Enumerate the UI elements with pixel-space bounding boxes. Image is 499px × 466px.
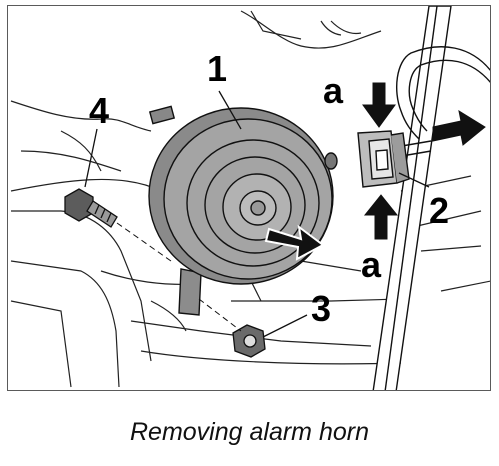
- tab-arrow-bottom: [363, 194, 399, 240]
- electrical-connector: [357, 130, 410, 188]
- nut: [232, 324, 266, 358]
- tab-arrow-top: [362, 82, 396, 128]
- figure-caption: Removing alarm horn: [130, 418, 369, 446]
- callout-a-top: a: [323, 70, 344, 111]
- bolt: [64, 188, 118, 228]
- horn-removal-illustration: 1 4 a 2 a 3: [10, 6, 490, 390]
- callout-2: 2: [429, 190, 449, 231]
- callout-4: 4: [89, 90, 109, 131]
- callout-1: 1: [207, 48, 227, 89]
- background-line-art: [10, 10, 490, 388]
- horn-removal-arrow: [264, 224, 325, 261]
- leader-lines: [84, 90, 430, 338]
- bolt-axis-line: [116, 222, 172, 262]
- callout-3: 3: [311, 288, 331, 329]
- nut-axis-line: [198, 298, 242, 332]
- connector-pull-arrow: [432, 109, 486, 146]
- illustration-frame: 1 4 a 2 a 3: [7, 5, 491, 391]
- mounting-pillar: [372, 6, 452, 390]
- callout-a-bottom: a: [361, 244, 382, 285]
- removal-arrows: [264, 82, 486, 261]
